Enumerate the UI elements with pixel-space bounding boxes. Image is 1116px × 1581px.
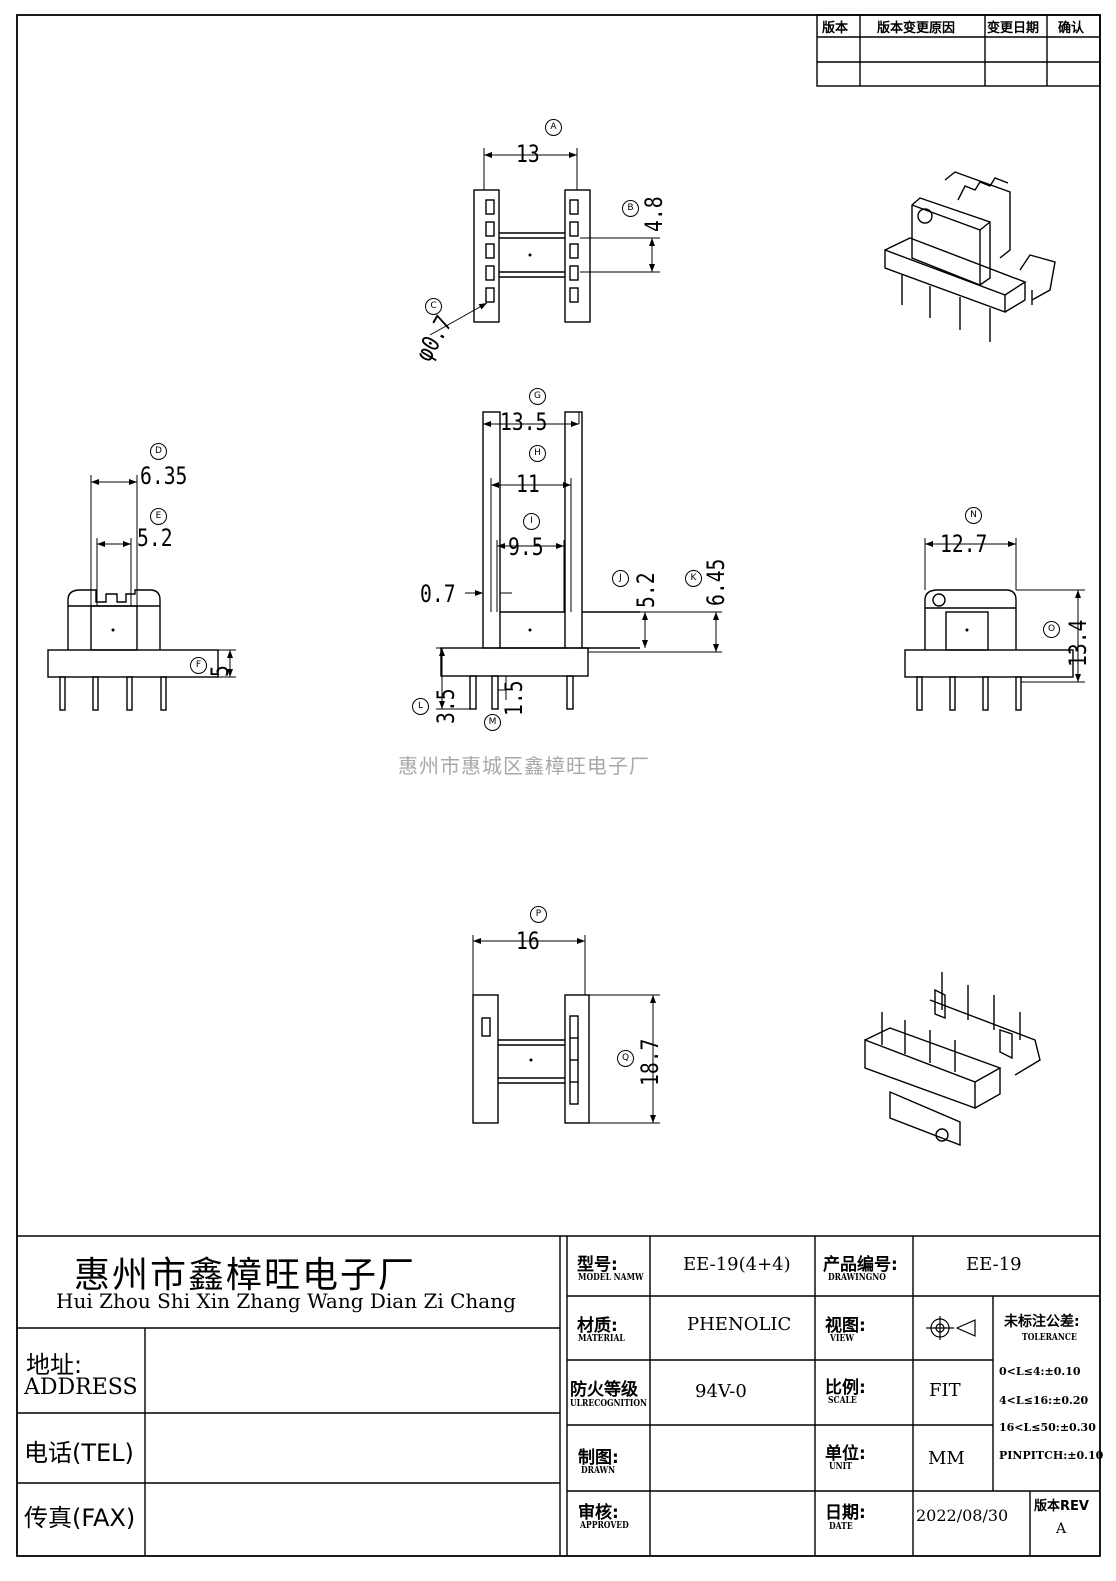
view-label-cn: 视图: (825, 1316, 866, 1336)
model-label-cn: 型号: (577, 1255, 618, 1275)
date-label-cn: 日期: (825, 1503, 866, 1523)
dim-marker-o: O (1043, 621, 1060, 638)
tolerance-label-en: TOLERANCE (1022, 1333, 1077, 1343)
tolerance-line-1: 0<L≤4:±0.10 (999, 1365, 1081, 1378)
fire-rating-label-cn: 防火等级 (570, 1380, 638, 1400)
scale-label-cn: 比例: (825, 1378, 866, 1398)
material-label-cn: 材质: (577, 1316, 618, 1336)
dim-marker-j: J (612, 570, 629, 587)
dim-value-f: 5 (206, 665, 234, 677)
dim-marker-l: L (412, 698, 429, 715)
dim-value-h: 11 (516, 470, 540, 498)
model-value: EE-19(4+4) (683, 1254, 791, 1275)
rev-header-confirm: 确认 (1058, 21, 1085, 36)
dim-value-a: 13 (516, 140, 540, 168)
address-label-en: ADDRESS (24, 1375, 138, 1400)
drawing-no-value: EE-19 (966, 1254, 1022, 1275)
right-side-view (904, 538, 1085, 711)
dim-value-b: 4.8 (640, 196, 668, 232)
tolerance-line-2: 4<L≤16:±0.20 (999, 1394, 1089, 1407)
dim-marker-g: G (529, 388, 546, 405)
date-label-en: DATE (829, 1522, 853, 1532)
dim-value-n: 12.7 (940, 530, 988, 558)
drawn-label-cn: 制图: (578, 1448, 619, 1468)
dim-marker-e: E (150, 508, 167, 525)
dim-value-e: 5.2 (137, 524, 173, 552)
rev-value: A (1056, 1521, 1067, 1537)
dim-value-p: 16 (516, 927, 540, 955)
tolerance-label-cn: 未标注公差: (1004, 1314, 1080, 1330)
unit-label-cn: 单位: (825, 1444, 866, 1464)
rev-header-reason: 版本变更原因 (877, 21, 956, 36)
company-name-cn: 惠州市鑫樟旺电子厂 (74, 1255, 417, 1296)
title-block-grid (17, 1235, 1100, 1556)
front-view (436, 411, 722, 710)
dim-marker-q: Q (617, 1050, 634, 1067)
dim-value-m: 1.5 (500, 680, 528, 716)
projection-symbol (926, 1316, 976, 1340)
material-value: PHENOLIC (687, 1314, 792, 1335)
dim-value-j: 5.2 (632, 572, 660, 608)
unit-label-en: UNIT (829, 1462, 852, 1472)
approved-label-en: APPROVED (580, 1521, 629, 1531)
tel-label: 电话(TEL) (24, 1439, 134, 1467)
dim-value-l: 3.5 (432, 688, 460, 724)
dim-marker-p: P (530, 906, 547, 923)
address-label-cn: 地址: (26, 1351, 83, 1379)
dim-marker-b: B (622, 200, 639, 217)
material-label-en: MATERIAL (578, 1334, 625, 1344)
rev-label: 版本REV (1034, 1499, 1089, 1514)
isometric-view-top (884, 171, 1056, 342)
dim-marker-n: N (965, 507, 982, 524)
dim-value-k: 6.45 (702, 558, 730, 606)
company-name-en: Hui Zhou Shi Xin Zhang Wang Dian Zi Chan… (56, 1289, 516, 1313)
dim-marker-i: I (523, 513, 540, 530)
dim-marker-f: F (190, 657, 207, 674)
approved-label-cn: 审核: (578, 1503, 619, 1523)
dim-value-d: 6.35 (140, 462, 188, 490)
fire-rating-label-en: ULRECOGNITION (570, 1399, 648, 1409)
drawing-no-label-en: DRAWINGNO (828, 1273, 886, 1283)
top-view (429, 148, 660, 336)
sheet-border (16, 14, 1101, 1557)
dim-marker-m: M (484, 714, 501, 731)
rev-header-version: 版本 (822, 21, 849, 36)
dim-value-0-7: 0.7 (420, 580, 456, 608)
scale-value: FIT (929, 1380, 961, 1401)
rev-header-date: 变更日期 (987, 21, 1040, 36)
dim-value-q: 18.7 (636, 1038, 664, 1086)
drawn-label-en: DRAWN (581, 1466, 616, 1476)
fire-rating-value: 94V-0 (695, 1381, 747, 1402)
tolerance-line-4: PINPITCH:±0.10 (999, 1449, 1104, 1462)
dim-value-i: 9.5 (508, 533, 544, 561)
fax-label: 传真(FAX) (24, 1504, 136, 1532)
model-label-en: MODEL NAMW (578, 1273, 644, 1283)
revision-table-grid (816, 14, 1101, 87)
dim-marker-d: D (150, 443, 167, 460)
drawing-no-label-cn: 产品编号: (823, 1255, 898, 1275)
dim-value-o: 13.4 (1064, 619, 1092, 667)
isometric-view-bottom (864, 972, 1041, 1147)
dim-marker-c: C (425, 298, 442, 315)
date-value: 2022/08/30 (916, 1506, 1009, 1525)
dim-marker-k: K (685, 570, 702, 587)
view-label-en: VIEW (830, 1334, 854, 1344)
dim-marker-a: A (545, 119, 562, 136)
left-side-view (47, 475, 236, 711)
dim-value-g: 13.5 (500, 408, 548, 436)
bottom-view (472, 935, 660, 1124)
scale-label-en: SCALE (828, 1396, 857, 1406)
tolerance-line-3: 16<L≤50:±0.30 (999, 1421, 1096, 1434)
dim-marker-h: H (529, 445, 546, 462)
watermark: 惠州市惠城区鑫樟旺电子厂 (398, 754, 650, 778)
unit-value: MM (928, 1448, 965, 1469)
